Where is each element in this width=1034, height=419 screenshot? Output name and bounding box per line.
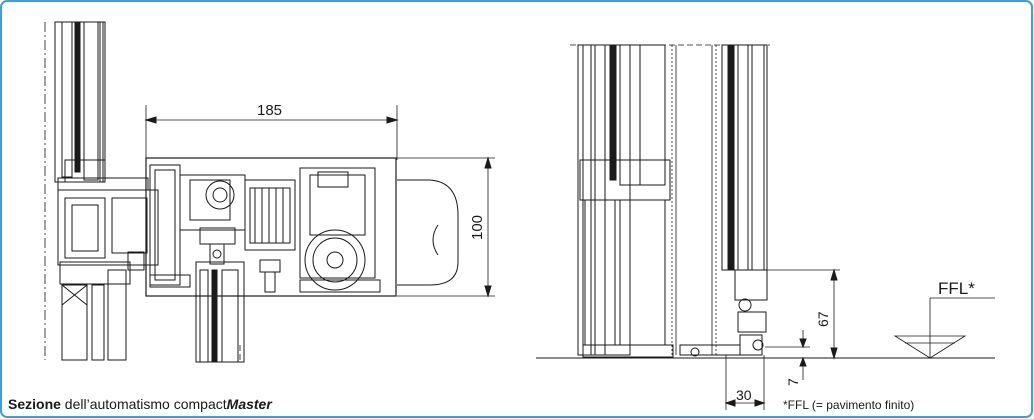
ffl-footnote: *FFL (= pavimento finito) xyxy=(783,398,915,412)
section-caption: Sezione dell’automatismo compactMaster xyxy=(8,396,272,412)
right-dim-height-label: 67 xyxy=(815,311,831,327)
caption-normal: dell’automatismo compact xyxy=(60,396,227,412)
caption-italic: Master xyxy=(226,396,272,412)
caption-bold: Sezione xyxy=(8,396,61,412)
ffl-label: FFL* xyxy=(938,279,975,298)
left-section-drawing xyxy=(44,21,495,363)
right-dim-small-label: 7 xyxy=(785,378,801,386)
right-dim-width-label: 30 xyxy=(736,387,752,403)
left-dim-width-label: 185 xyxy=(257,102,282,119)
right-section-drawing xyxy=(536,44,995,410)
left-dim-height-label: 100 xyxy=(469,215,486,240)
